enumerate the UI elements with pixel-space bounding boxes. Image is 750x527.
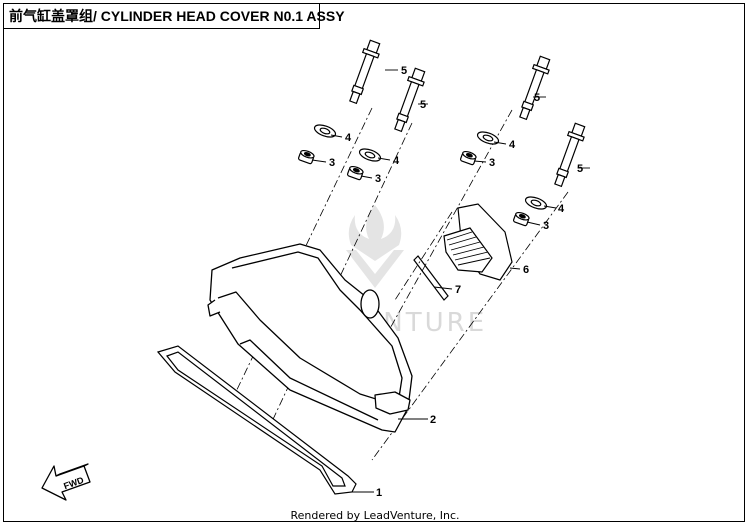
leader-lines (311, 69, 590, 493)
diagram-title: 前气缸盖罩组/ CYLINDER HEAD COVER N0.1 ASSY (3, 3, 345, 29)
bolt-part-5 (349, 39, 586, 188)
watermark-logo (346, 205, 404, 288)
callout-3: 3 (329, 157, 335, 169)
callout-4: 4 (393, 155, 400, 167)
callout-5: 5 (534, 92, 540, 104)
o-ring-part-7 (413, 255, 449, 301)
fwd-arrow: FWD (41, 463, 91, 501)
cylinder-head-cover-part-2 (207, 243, 413, 433)
callout-5: 5 (401, 65, 407, 77)
callout-1: 1 (376, 487, 382, 499)
callout-5: 5 (577, 163, 583, 175)
callout-4: 4 (558, 203, 565, 215)
callout-4: 4 (345, 132, 352, 144)
callout-6: 6 (523, 264, 529, 276)
callout-5: 5 (420, 99, 426, 111)
grommet-part-3 (298, 149, 530, 227)
callout-3: 3 (489, 157, 495, 169)
callout-7: 7 (455, 284, 461, 296)
callout-labels: 5 5 5 5 4 4 4 4 3 3 3 3 6 7 2 1 (329, 65, 583, 499)
oil-filler-cap-part-6 (443, 203, 513, 281)
diagram-frame (3, 3, 745, 522)
callout-2: 2 (430, 414, 436, 426)
footer-credit: Rendered by LeadVenture, Inc. (290, 509, 460, 522)
callout-4: 4 (509, 139, 516, 151)
callout-3: 3 (543, 220, 549, 232)
callout-3: 3 (375, 173, 381, 185)
